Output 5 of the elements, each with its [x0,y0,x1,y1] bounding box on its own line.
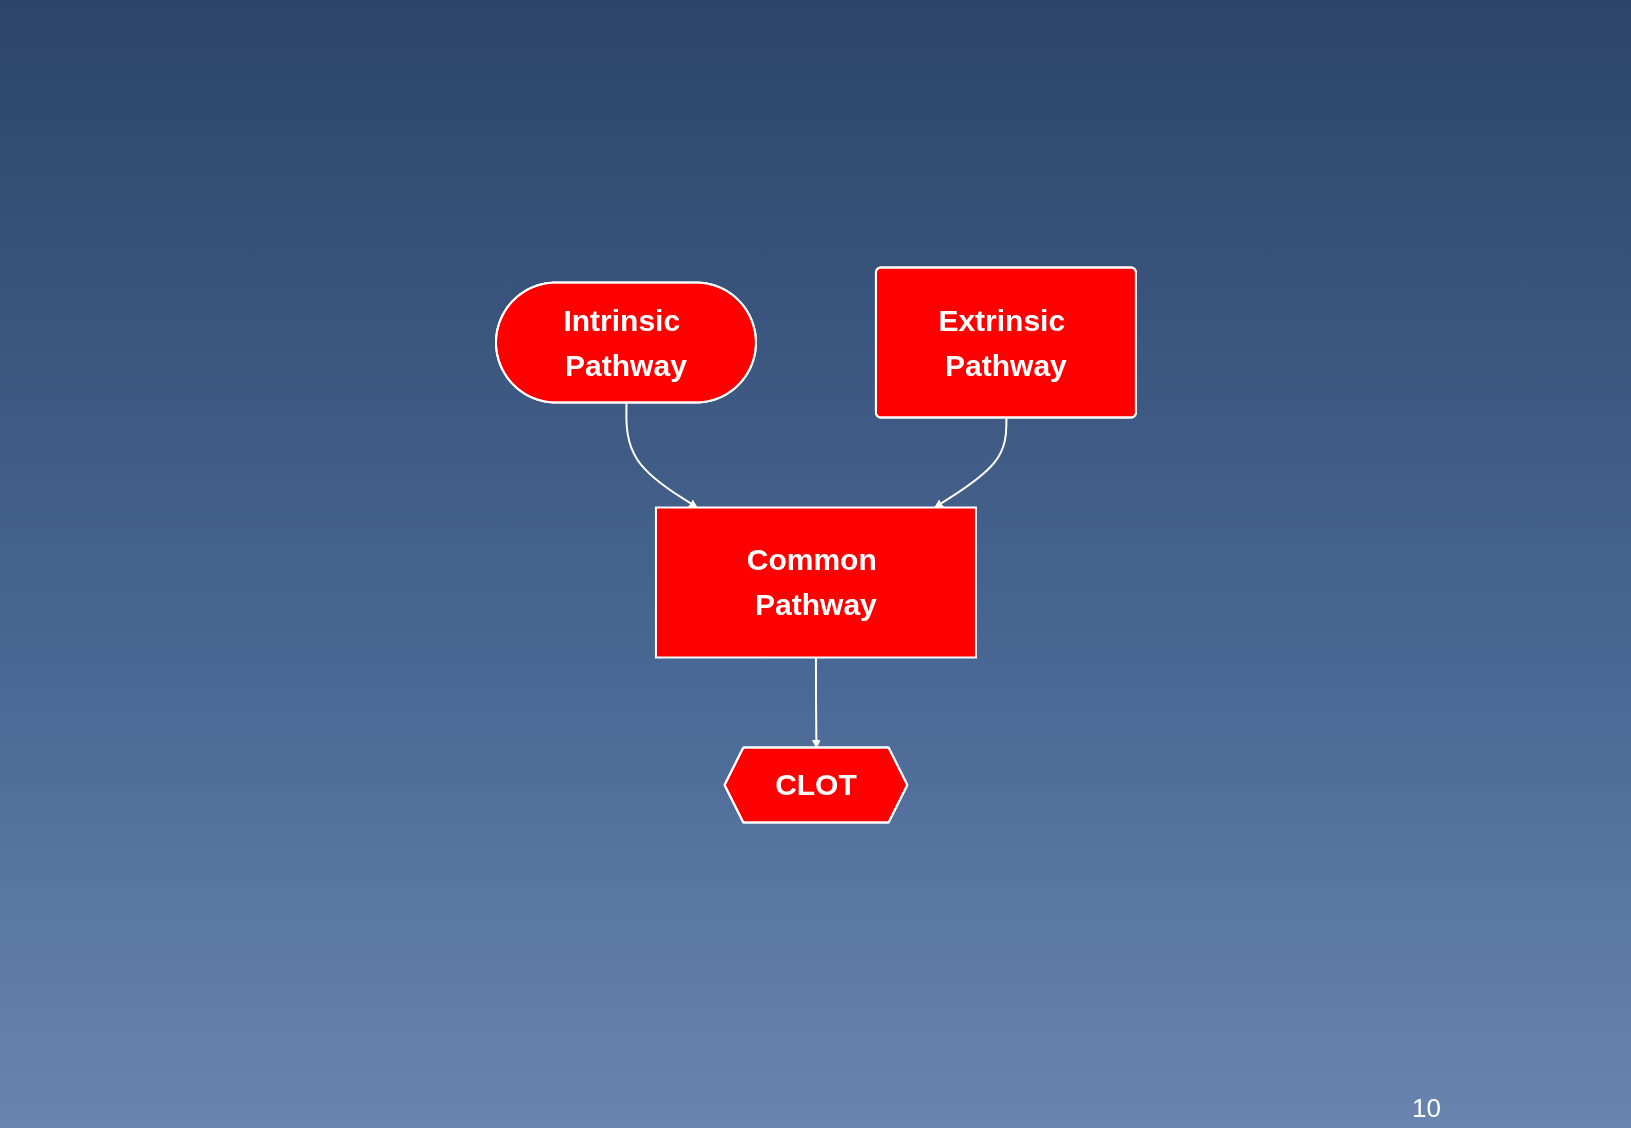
arrow [624,402,698,508]
arrow [933,417,1007,508]
arrow [811,656,821,749]
node-box: Common Pathway [654,506,977,659]
page-number: 10 [1412,1093,1441,1124]
